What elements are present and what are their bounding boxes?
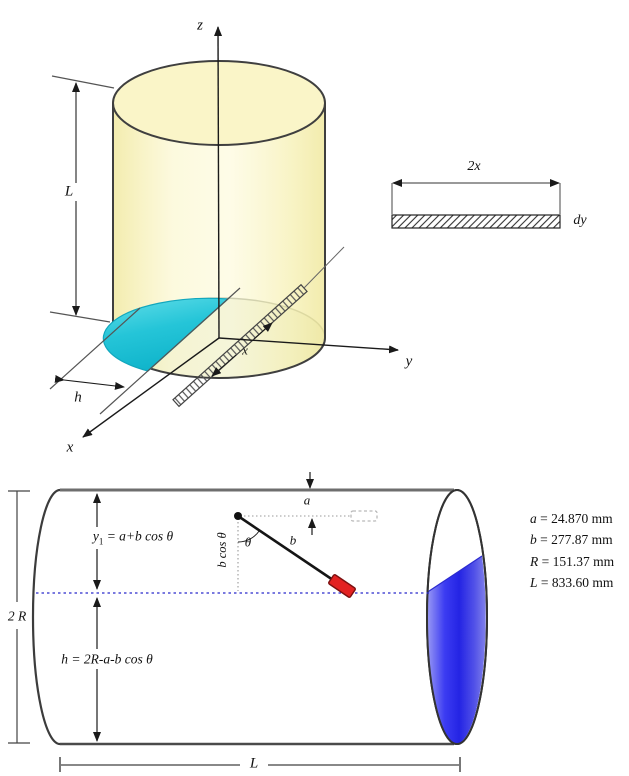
strip-extension-line (303, 246, 345, 289)
L-dim-top-tick (51, 75, 115, 89)
detail-width-label: 2x (467, 159, 481, 174)
liquid-fill (427, 556, 486, 744)
value-row-a: a = 24.870 mm (530, 508, 614, 529)
value-R-text: = 151.37 mm (538, 553, 615, 569)
h-dimension-arrow (54, 374, 125, 390)
detail-thickness-label: dy (573, 213, 587, 228)
z-axis-line (214, 26, 223, 339)
pendulum-bob (328, 574, 356, 598)
h-dim-label: h (74, 389, 82, 406)
pendulum-rod (237, 514, 334, 582)
value-L-var: L (530, 574, 538, 590)
value-a-var: a (530, 511, 537, 526)
pivot-dot (234, 512, 242, 520)
y1-subscript: 1 (98, 536, 104, 547)
tank-left-cap (31, 488, 61, 746)
rod-b-label: b (289, 532, 297, 548)
value-row-b: b = 277.87 mm (530, 529, 614, 550)
cyan-segment (102, 297, 230, 372)
y-axis-line (218, 337, 399, 354)
bcos-theta-label: b cos θ (214, 532, 229, 568)
right-end-ellipse-outline (426, 489, 488, 745)
a-dim-label: a (303, 492, 311, 508)
value-a-text: = 24.870 mm (536, 511, 613, 526)
y-axis-label: y (405, 353, 413, 370)
theta-label: θ (244, 534, 252, 550)
y1-rest: = a+b cos θ (103, 528, 174, 544)
2R-dim-label: 2 R (4, 608, 30, 624)
L-dim-label: L (61, 183, 77, 201)
y1-var: y (92, 528, 99, 544)
value-L-text: = 833.60 mm (537, 574, 614, 590)
ghost-bob (350, 510, 378, 522)
strip-x-arrow-right (253, 322, 273, 340)
parameter-values: a = 24.870 mm b = 277.87 mm R = 151.37 m… (530, 508, 614, 593)
chord-line (99, 287, 241, 415)
theta-arc (237, 530, 260, 543)
L-dim-bottom-tick (49, 311, 111, 323)
z-axis-label: z (197, 17, 203, 34)
x-axis-line (82, 337, 220, 438)
equation-y1-label: y1 = a+b cos θ (89, 528, 177, 548)
strip-x-arrow-left (211, 354, 237, 377)
liquid-surface-line (427, 555, 483, 593)
value-R-var: R (530, 553, 539, 569)
strip-x-label: x (242, 342, 248, 358)
base-strip (172, 283, 308, 408)
value-row-R: R = 151.37 mm (530, 551, 614, 572)
value-b-var: b (530, 532, 537, 548)
L2-dim-label: L (249, 755, 259, 772)
value-b-text: = 277.87 mm (536, 532, 613, 548)
x-axis-label: x (66, 439, 74, 456)
equation-h-label: h = 2R-a-b cos θ (58, 651, 156, 667)
detail-hatched-bar (391, 214, 561, 229)
value-row-L: L = 833.60 mm (530, 572, 614, 593)
